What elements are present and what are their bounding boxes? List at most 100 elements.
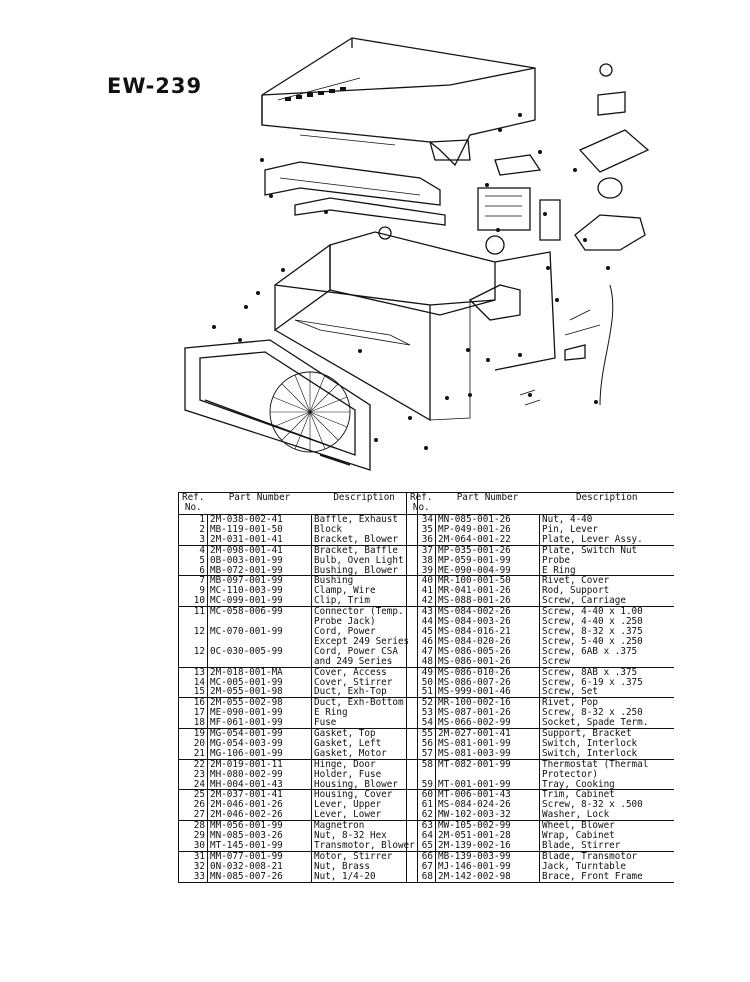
description-cell: Housing, Cover <box>311 789 418 801</box>
description-cell: Bushing, Blower <box>314 564 398 576</box>
description-cell: Duct, Exh-Top <box>314 686 387 698</box>
description-header: Description <box>575 492 638 503</box>
ref-cell: 25 <box>178 789 208 801</box>
description-cell: Lever, Lower <box>314 809 382 821</box>
ref-cell: 21 <box>178 748 208 760</box>
ref-cell: 43 <box>406 606 436 618</box>
description-cell: Except 249 Series <box>314 635 410 647</box>
part-number-cell: 2M-038-002-41 <box>207 514 312 525</box>
description-cell: Switch, Interlock <box>542 737 638 749</box>
ref-cell: 35 <box>406 525 436 535</box>
part-number-cell: MN-085-001-26 <box>435 514 540 525</box>
part-number-cell: MM-077-001-99 <box>207 850 312 862</box>
ref-cell: 5 <box>178 555 208 566</box>
ref-cell: 48 <box>406 656 436 668</box>
description-cell: Screw, 4-40 x 1.00 <box>539 606 674 618</box>
description-cell: Baffle, Exhaust <box>314 514 398 525</box>
part-number-cell: 2M-142-002-98 <box>435 871 540 883</box>
description-cell: Bulb, Oven Light <box>314 554 404 566</box>
description-cell: Motor, Stirrer <box>311 850 418 862</box>
description-cell: Screw, 6-19 x .375 <box>542 676 643 688</box>
description-cell: Holder, Fuse <box>314 768 382 780</box>
ref-cell: 61 <box>406 800 436 811</box>
description-cell: Nut, 4-40 <box>542 514 593 525</box>
ref-cell: 42 <box>406 596 436 607</box>
part-number-cell: MR-100-001-50 <box>435 575 540 587</box>
description-header: Description <box>333 492 395 503</box>
description-cell: Screw, 4-40 x .250 <box>542 616 643 628</box>
description-cell: Clamp, Wire <box>314 585 376 597</box>
side-parts-drawing <box>519 199 614 406</box>
part-number-cell: MH-004-001-43 <box>207 779 312 790</box>
description-cell: Probe <box>542 554 570 566</box>
part-number-cell: MS-084-002-26 <box>435 606 540 618</box>
part-number-cell: 0N-032-008-21 <box>207 861 312 872</box>
description-cell: Block <box>314 523 342 535</box>
part-number-cell: MF-061-001-99 <box>207 717 312 729</box>
ref-cell: 11 <box>178 606 208 618</box>
table-row: Except 249 Series <box>178 635 418 647</box>
description-cell: Screw, 6AB x .375 <box>542 645 638 657</box>
description-cell: Bracket, Baffle <box>311 544 418 556</box>
part-number-cell: MS-081-001-99 <box>435 739 540 749</box>
description-cell: Screw, 8-32 x .250 <box>542 707 643 719</box>
description-cell: Bushing <box>311 575 418 587</box>
description-cell: Screw, 5-40 x .250 <box>542 635 643 647</box>
description-cell: Rivet, Cover <box>539 575 674 587</box>
description-cell: Socket, Spade Term. <box>542 717 649 729</box>
ref-cell: 51 <box>406 687 436 698</box>
description-cell: Lever, Upper <box>314 799 382 811</box>
part-number-cell: MT-006-001-43 <box>435 789 540 801</box>
ref-cell: 30 <box>178 840 208 852</box>
ref-cell: 59 <box>406 779 436 790</box>
ref-cell <box>178 656 208 668</box>
part-number-cell <box>207 617 312 627</box>
ref-cell: 23 <box>178 769 208 780</box>
description-cell: Screw <box>542 655 570 667</box>
ref-cell: 7 <box>178 575 208 587</box>
part-number-cell: MB-119-001-50 <box>207 525 312 535</box>
description-cell: Wrap, Cabinet <box>542 830 615 842</box>
description-cell: Rivet, Pop <box>539 697 674 709</box>
part-number-cell: MW-105-002-99 <box>435 820 540 832</box>
part-number-cell: ME-090-001-99 <box>207 708 312 719</box>
part-number-cell: 2M-027-001-41 <box>435 728 540 739</box>
ref-cell: 28 <box>178 820 208 832</box>
part-number-cell: 2M-139-002-16 <box>435 840 540 852</box>
part-number-cell: ME-090-004-99 <box>435 565 540 576</box>
description-cell: Screw, 8-32 x .375 <box>542 625 643 637</box>
ref-cell: 27 <box>178 810 208 821</box>
description-cell: Thermostat (Thermal <box>539 758 674 770</box>
part-number-cell: 2M-055-001-98 <box>207 687 312 698</box>
part-number-cell: MG-054-003-99 <box>207 739 312 749</box>
description-cell: Clip, Trim <box>314 595 370 607</box>
part-number-cell: MB-139-003-99 <box>435 850 540 862</box>
description-cell: Nut, 8-32 Hex <box>314 830 387 842</box>
ref-cell: 37 <box>406 544 436 556</box>
part-number-cell: MB-097-001-99 <box>207 575 312 587</box>
ref-cell: 41 <box>406 586 436 597</box>
description-cell: Blade, Transmotor <box>539 850 674 862</box>
